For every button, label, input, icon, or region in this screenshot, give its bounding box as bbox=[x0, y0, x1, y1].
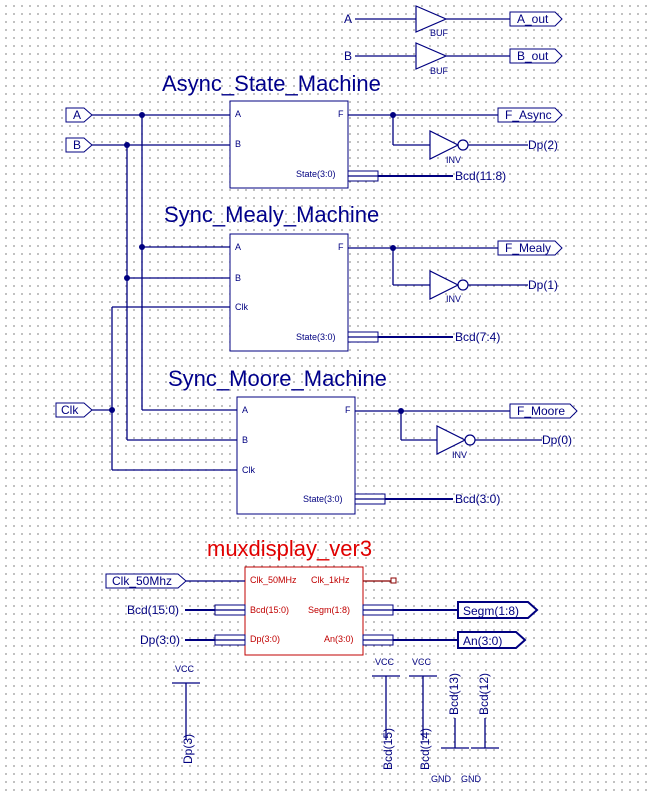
vcc-tie-bcd15: VCC Bcd(15) bbox=[372, 657, 400, 770]
mux-pin-segm: Segm(1:8) bbox=[308, 605, 350, 615]
moore-pin-clk: Clk bbox=[242, 465, 255, 475]
input-port-b[interactable]: B bbox=[65, 137, 93, 153]
moore-pin-f: F bbox=[345, 405, 351, 415]
buf-a-gate-label: BUF bbox=[430, 28, 449, 38]
async-f-output-label: F_Async bbox=[505, 108, 552, 122]
vcc-tie-dp3: VCC Dp(3) bbox=[172, 664, 200, 764]
mealy-pin-f: F bbox=[338, 242, 344, 252]
buf-a-output-label: A_out bbox=[517, 12, 549, 26]
moore-pin-a: A bbox=[242, 405, 248, 415]
async-pin-f: F bbox=[338, 109, 344, 119]
svg-text:VCC: VCC bbox=[175, 664, 195, 674]
mealy-pin-clk: Clk bbox=[235, 302, 248, 312]
buf-b-output-label: B_out bbox=[517, 49, 549, 63]
moore-bcd-label: Bcd(3:0) bbox=[455, 492, 500, 506]
mux-clk-input-port[interactable]: Clk_50Mhz bbox=[105, 573, 187, 589]
moore-inverter[interactable] bbox=[436, 425, 476, 455]
mux-title: muxdisplay_ver3 bbox=[207, 536, 372, 561]
mux-an-output-port[interactable]: An(3:0) bbox=[457, 631, 527, 649]
moore-dp-label: Dp(0) bbox=[542, 433, 572, 447]
mux-dp-input-label: Dp(3:0) bbox=[140, 633, 180, 647]
svg-text:GND: GND bbox=[461, 774, 482, 784]
svg-text:Bcd(14): Bcd(14) bbox=[418, 728, 432, 770]
buf-a-input-label: A bbox=[344, 12, 352, 26]
svg-text:An(3:0): An(3:0) bbox=[463, 634, 502, 648]
mealy-pin-b: B bbox=[235, 273, 241, 283]
moore-machine-title: Sync_Moore_Machine bbox=[168, 366, 387, 391]
buf-b-gate-label: BUF bbox=[430, 66, 449, 76]
moore-machine-block[interactable] bbox=[236, 396, 356, 515]
moore-f-output-label: F_Moore bbox=[517, 404, 565, 418]
buf-a-output-port bbox=[509, 11, 563, 27]
mux-pin-clk50: Clk_50MHz bbox=[250, 575, 297, 585]
svg-text:A: A bbox=[73, 108, 81, 122]
gnd-tie-bcd12: Bcd(12) GND bbox=[461, 673, 499, 784]
mealy-f-output-port bbox=[497, 240, 563, 256]
svg-text:VCC: VCC bbox=[375, 657, 395, 667]
svg-text:Bcd(15): Bcd(15) bbox=[381, 728, 395, 770]
async-dp-label: Dp(2) bbox=[528, 138, 558, 152]
async-machine-block[interactable] bbox=[229, 100, 349, 189]
mux-pin-dp: Dp(3:0) bbox=[250, 634, 280, 644]
buffer-a[interactable]: A BUF A_out bbox=[344, 5, 563, 38]
mux-pin-an: An(3:0) bbox=[324, 634, 354, 644]
svg-text:Segm(1:8): Segm(1:8) bbox=[463, 604, 519, 618]
mealy-dp-label: Dp(1) bbox=[528, 278, 558, 292]
svg-text:GND: GND bbox=[431, 774, 452, 784]
input-port-a[interactable]: A bbox=[65, 107, 93, 123]
svg-text:Bcd(12): Bcd(12) bbox=[477, 673, 491, 715]
moore-pin-b: B bbox=[242, 435, 248, 445]
svg-text:Clk_50Mhz: Clk_50Mhz bbox=[112, 574, 172, 588]
buf-b-output-port bbox=[509, 48, 563, 64]
mealy-pin-a: A bbox=[235, 242, 241, 252]
svg-text:Dp(3): Dp(3) bbox=[181, 734, 195, 764]
vcc-tie-bcd14: VCC Bcd(14) bbox=[409, 657, 437, 770]
svg-text:Bcd(13): Bcd(13) bbox=[447, 673, 461, 715]
mux-segm-output-port[interactable]: Segm(1:8) bbox=[457, 601, 539, 619]
async-pin-a: A bbox=[235, 109, 241, 119]
async-f-output-port bbox=[497, 107, 563, 123]
gnd-tie-bcd13: Bcd(13) GND bbox=[431, 673, 469, 784]
mealy-inverter[interactable] bbox=[429, 270, 469, 300]
mealy-machine-block[interactable] bbox=[229, 233, 349, 352]
mealy-bcd-label: Bcd(7:4) bbox=[455, 330, 500, 344]
async-bcd-label: Bcd(11:8) bbox=[455, 169, 506, 183]
async-machine-title: Async_State_Machine bbox=[162, 71, 381, 96]
svg-text:Clk: Clk bbox=[61, 403, 79, 417]
moore-f-output-port bbox=[509, 403, 578, 419]
moore-pin-state: State(3:0) bbox=[303, 494, 343, 504]
buf-b-input-label: B bbox=[344, 49, 352, 63]
svg-text:VCC: VCC bbox=[412, 657, 432, 667]
mealy-inv-label: INV bbox=[446, 294, 461, 304]
svg-text:B: B bbox=[73, 138, 81, 152]
moore-inv-label: INV bbox=[452, 450, 467, 460]
mux-pin-bcd: Bcd(15:0) bbox=[250, 605, 289, 615]
input-port-clk[interactable]: Clk bbox=[55, 402, 93, 418]
buffer-b[interactable]: B BUF B_out bbox=[344, 42, 563, 76]
buf-a-gate bbox=[415, 5, 448, 33]
mealy-pin-state: State(3:0) bbox=[296, 332, 336, 342]
mux-pin-clk1k: Clk_1kHz bbox=[311, 575, 350, 585]
buf-b-gate bbox=[415, 42, 448, 70]
async-pin-state: State(3:0) bbox=[296, 169, 336, 179]
async-pin-b: B bbox=[235, 139, 241, 149]
mealy-f-output-label: F_Mealy bbox=[505, 241, 551, 255]
mux-bcd-input-label: Bcd(15:0) bbox=[127, 603, 179, 617]
mealy-machine-title: Sync_Mealy_Machine bbox=[164, 202, 379, 227]
async-inv-label: INV bbox=[446, 155, 461, 165]
